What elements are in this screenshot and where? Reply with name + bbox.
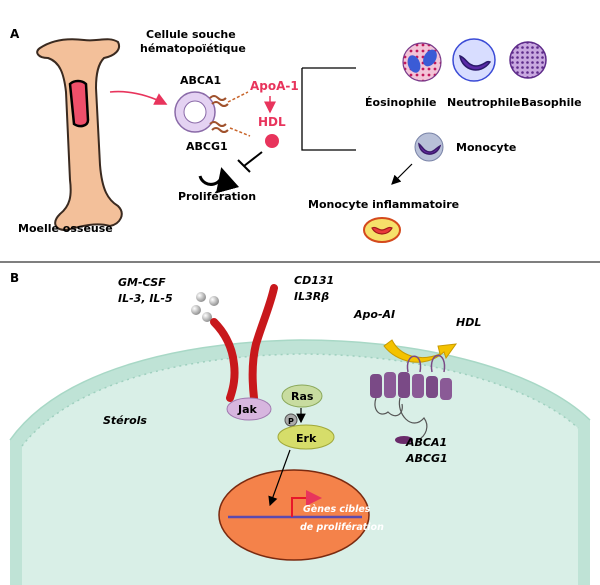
stem-cell-title-1: Cellule souche — [146, 28, 236, 41]
il35-label: IL-3, IL-5 — [118, 292, 173, 305]
target-genes-line-2: de prolifération — [300, 522, 384, 533]
eosinophil-icon — [402, 42, 442, 82]
proliferation-label: Prolifération — [178, 190, 256, 203]
cytokine-receptor-icon — [210, 284, 278, 402]
bone-to-cell-arrow — [109, 90, 168, 105]
hdl-label-b: HDL — [456, 316, 481, 329]
erk-label: Erk — [296, 432, 317, 445]
abcg1-label-b: ABCG1 — [405, 452, 448, 465]
stem-cell-title-2: hématopoïétique — [140, 42, 246, 55]
panel-b-letter: B — [10, 271, 19, 285]
sterols-label: Stérols — [103, 414, 147, 427]
inflammatory-monocyte-label: Monocyte inflammatoire — [308, 198, 459, 211]
erk-to-nucleus-arrow — [268, 449, 291, 507]
phospho-label: P — [288, 417, 294, 426]
il3rb-label: IL3Rβ — [294, 290, 329, 303]
neutrophil-label: Neutrophile — [447, 96, 520, 109]
erk-node — [277, 424, 335, 450]
apoai-label: Apo-AI — [353, 308, 395, 321]
nucleus-icon — [218, 469, 370, 561]
cytokine-ligands-icon — [191, 292, 219, 322]
gmcsf-label: GM-CSF — [118, 276, 166, 289]
apoa1-label: ApoA-1 — [250, 79, 299, 93]
monocyte-label: Monocyte — [456, 141, 516, 154]
abca1-label-a: ABCA1 — [180, 74, 221, 87]
bone-icon — [36, 38, 123, 232]
efflux-arrow-icon — [383, 339, 458, 363]
jak-label: Jak — [237, 403, 258, 416]
panel-a-letter: A — [10, 27, 20, 41]
eosinophil-label: Éosinophile — [365, 96, 436, 109]
inflammatory-monocyte-icon — [363, 217, 401, 243]
hdl-label-a: HDL — [258, 115, 286, 129]
neutrophil-icon — [452, 38, 496, 82]
jak-node — [226, 397, 272, 421]
panel-b: B Gènes cibles de prolifération GM-CSF I… — [9, 271, 591, 585]
stem-cell-icon — [174, 91, 216, 133]
proliferation-cycle-icon — [198, 167, 240, 194]
abcg1-label-a: ABCG1 — [186, 140, 228, 153]
bone-marrow-label: Moelle osseuse — [18, 222, 113, 235]
abca1-label-b: ABCA1 — [405, 436, 447, 449]
monocyte-to-inflammatory-arrow — [391, 163, 413, 185]
basophil-icon — [509, 41, 547, 79]
abc-transporters-icon — [209, 95, 229, 133]
hdl-particle-icon — [265, 134, 279, 148]
lineage-bracket — [301, 68, 356, 151]
ras-node — [281, 384, 323, 408]
ras-label: Ras — [291, 390, 314, 403]
efflux-arrows — [227, 91, 251, 137]
phospho-icon — [284, 413, 298, 427]
inhibition-symbol — [237, 151, 263, 173]
target-genes-line-1: Gènes cibles — [303, 504, 371, 515]
cd131-label: CD131 — [294, 274, 334, 287]
panel-a: A Moelle osseuse Cellule souche hématopo… — [10, 27, 582, 243]
basophil-label: Basophile — [521, 96, 582, 109]
monocyte-icon — [414, 132, 444, 162]
abc-transporter-icon — [370, 354, 452, 444]
